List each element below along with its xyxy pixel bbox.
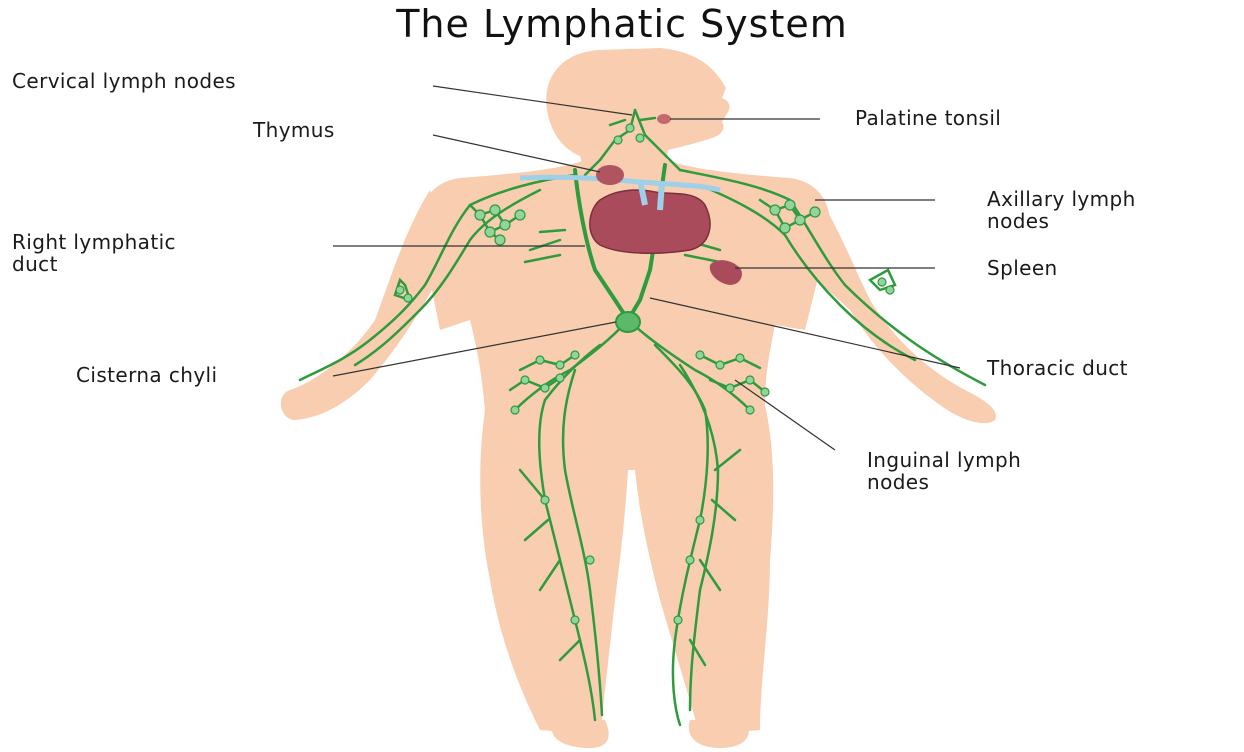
palatine-tonsil-shape [657,114,671,124]
page-title: The Lymphatic System [0,2,1244,46]
cisterna-chyli-shape [616,312,640,332]
label-axillary-lymph-nodes-line1: Axillary lymph [987,188,1136,211]
label-palatine-tonsil: Palatine tonsil [855,107,1001,130]
label-inguinal-lymph-nodes-line1: Inguinal lymph [867,449,1021,472]
heart-shape [590,190,710,253]
label-thymus: Thymus [253,119,335,142]
label-right-lymphatic-duct-line2: duct [12,253,58,276]
label-thoracic-duct: Thoracic duct [987,357,1128,380]
label-cisterna-chyli: Cisterna chyli [76,364,217,387]
label-spleen: Spleen [987,257,1058,280]
label-inguinal-lymph-nodes-line2: nodes [867,471,929,494]
thymus-shape [596,165,624,185]
label-right-lymphatic-duct-line1: Right lymphatic [12,231,176,254]
label-axillary-lymph-nodes-line2: nodes [987,210,1049,233]
label-cervical-lymph-nodes: Cervical lymph nodes [12,70,236,93]
body-silhouette [281,48,996,748]
